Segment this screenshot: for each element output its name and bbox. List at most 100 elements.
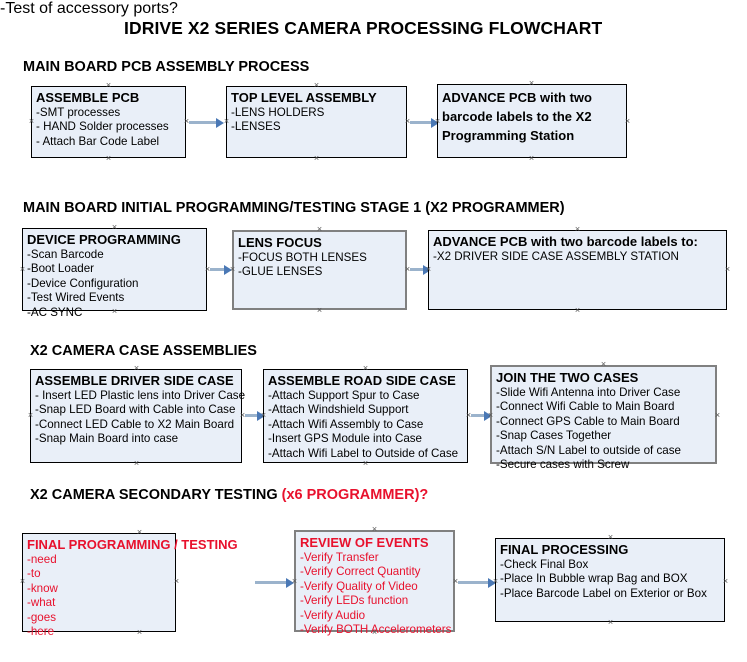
resize-handle-top[interactable]: [371, 526, 378, 533]
node-title: FINAL PROCESSING: [500, 542, 629, 557]
node-title: LENS FOCUS: [238, 235, 322, 250]
resize-handle-top[interactable]: [362, 365, 369, 372]
resize-handle-right[interactable]: [714, 412, 721, 419]
connector-arrow: [245, 410, 265, 421]
node-line: -here: [27, 625, 55, 639]
resize-handle-bottom[interactable]: [313, 155, 320, 162]
node-assemble-driver-side-case[interactable]: ASSEMBLE DRIVER SIDE CASE - Insert LED P…: [30, 369, 246, 463]
resize-handle-bottom[interactable]: [574, 307, 581, 314]
node-lens-focus[interactable]: LENS FOCUS -FOCUS BOTH LENSES -GLUE LENS…: [232, 230, 407, 310]
node-line: - Insert LED Plastic lens into Driver Ca…: [35, 388, 246, 402]
node-line: -Verify Quality of Video: [300, 579, 418, 593]
resize-handle-bottom[interactable]: [362, 460, 369, 467]
node-final-processing[interactable]: FINAL PROCESSING -Check Final Box -Place…: [495, 538, 725, 622]
resize-handle-bottom[interactable]: [105, 155, 112, 162]
connector-arrow: [458, 577, 496, 588]
resize-handle-left[interactable]: [223, 118, 230, 125]
node-line: -Place Barcode Label on Exterior or Box: [500, 586, 707, 600]
resize-handle-top[interactable]: [133, 365, 140, 372]
resize-handle-right[interactable]: [173, 578, 180, 585]
node-line: -Secure cases with Screw: [496, 458, 630, 472]
section-heading-text: MAIN BOARD PCB ASSEMBLY PROCESS: [23, 59, 310, 75]
resize-handle-left[interactable]: [27, 412, 34, 419]
node-line: -Check Final Box: [500, 557, 589, 571]
node-title: ASSEMBLE DRIVER SIDE CASE: [35, 373, 234, 388]
node-line: -Attach Wifi Assembly to Case: [268, 417, 424, 431]
resize-handle-left[interactable]: [425, 266, 432, 273]
resize-handle-bottom[interactable]: [528, 155, 535, 162]
node-device-programming[interactable]: DEVICE PROGRAMMING -Scan Barcode -Boot L…: [22, 228, 207, 319]
resize-handle-bottom[interactable]: [111, 308, 118, 315]
resize-handle-left[interactable]: [229, 266, 236, 273]
resize-handle-left[interactable]: [492, 578, 499, 585]
node-advance-pcb-programming-station[interactable]: ADVANCE PCB with two barcode labels to t…: [437, 84, 627, 158]
node-overflow-line: -Test of accessory ports?: [0, 0, 178, 17]
node-assemble-road-side-case[interactable]: ASSEMBLE ROAD SIDE CASE -Attach Support …: [263, 369, 468, 463]
resize-handle-top[interactable]: [574, 226, 581, 233]
node-line: -know: [27, 581, 58, 595]
node-top-level-assembly[interactable]: TOP LEVEL ASSEMBLY -LENS HOLDERS -LENSES: [226, 86, 407, 158]
resize-handle-left[interactable]: [434, 118, 441, 125]
node-review-of-events[interactable]: REVIEW OF EVENTS -Verify Transfer -Verif…: [294, 530, 455, 636]
node-line: -Device Configuration: [27, 276, 139, 290]
node-line: -GLUE LENSES: [238, 265, 323, 279]
resize-handle-left[interactable]: [19, 266, 26, 273]
node-title: DEVICE PROGRAMMING: [27, 232, 181, 247]
node-line: -FOCUS BOTH LENSES: [238, 250, 367, 264]
resize-handle-left[interactable]: [19, 578, 26, 585]
node-title: TOP LEVEL ASSEMBLY: [231, 90, 377, 105]
node-line: -Connect LED Cable to X2 Main Board: [35, 417, 235, 431]
node-line: - HAND Solder processes: [36, 120, 169, 134]
resize-handle-left[interactable]: [291, 578, 298, 585]
section-heading-main-board-initial-programming: MAIN BOARD INITIAL PROGRAMMING/TESTING S…: [23, 200, 565, 216]
node-line: -Snap Cases Together: [496, 429, 612, 443]
resize-handle-bottom[interactable]: [136, 629, 143, 636]
resize-handle-left[interactable]: [487, 412, 494, 419]
connector-arrow: [210, 264, 232, 275]
page-title: IDRIVE X2 SERIES CAMERA PROCESSING FLOWC…: [124, 18, 603, 38]
resize-handle-bottom[interactable]: [371, 629, 378, 636]
node-assemble-pcb[interactable]: ASSEMBLE PCB -SMT processes - HAND Solde…: [31, 86, 186, 158]
section-heading-text: X2 CAMERA SECONDARY TESTING: [30, 487, 282, 503]
connector-arrow: [189, 117, 224, 128]
node-line: -LENSES: [231, 120, 281, 134]
resize-handle-top[interactable]: [607, 534, 614, 541]
node-title: JOIN THE TWO CASES: [496, 370, 639, 385]
node-line: -Attach Support Spur to Case: [268, 388, 420, 402]
resize-handle-top[interactable]: [528, 80, 535, 87]
resize-handle-top[interactable]: [111, 224, 118, 231]
node-final-programming-testing[interactable]: FINAL PROGRAMMING / TESTING -need -to -k…: [22, 533, 238, 638]
resize-handle-bottom[interactable]: [607, 619, 614, 626]
node-title: ASSEMBLE PCB: [36, 90, 140, 105]
node-line: -Boot Loader: [27, 262, 95, 276]
resize-handle-top[interactable]: [313, 82, 320, 89]
node-line: -Test Wired Events: [27, 291, 125, 305]
resize-handle-right[interactable]: [722, 578, 729, 585]
resize-handle-top[interactable]: [316, 226, 323, 233]
resize-handle-top[interactable]: [600, 361, 607, 368]
resize-handle-top[interactable]: [136, 529, 143, 536]
node-line: -Verify Correct Quantity: [300, 565, 421, 579]
node-line: -goes: [27, 610, 57, 624]
node-line: -Snap Main Board into case: [35, 432, 179, 446]
node-line: -to: [27, 567, 41, 581]
node-title: FINAL PROGRAMMING / TESTING: [27, 537, 238, 552]
node-line: -Attach S/N Label to outside of case: [496, 443, 681, 457]
node-join-the-two-cases[interactable]: JOIN THE TWO CASES -Slide Wifi Antenna i…: [490, 365, 717, 471]
node-advance-pcb-driver-side-station[interactable]: ADVANCE PCB with two barcode labels to: …: [428, 230, 727, 310]
resize-handle-left[interactable]: [260, 412, 267, 419]
node-line: -X2 DRIVER SIDE CASE ASSEMBLY STATION: [433, 249, 679, 263]
node-line: -Verify LEDs function: [300, 594, 409, 608]
resize-handle-bottom[interactable]: [600, 461, 607, 468]
resize-handle-right[interactable]: [624, 118, 631, 125]
resize-handle-bottom[interactable]: [316, 307, 323, 314]
resize-handle-left[interactable]: [28, 118, 35, 125]
resize-handle-bottom[interactable]: [133, 460, 140, 467]
resize-handle-right[interactable]: [724, 266, 731, 273]
resize-handle-top[interactable]: [105, 82, 112, 89]
node-title: ADVANCE PCB with two barcode labels to:: [433, 234, 698, 249]
connector-arrow: [410, 264, 431, 275]
node-line: -what: [27, 596, 56, 610]
section-heading-main-board-pcb-assembly: MAIN BOARD PCB ASSEMBLY PROCESS: [23, 59, 309, 75]
